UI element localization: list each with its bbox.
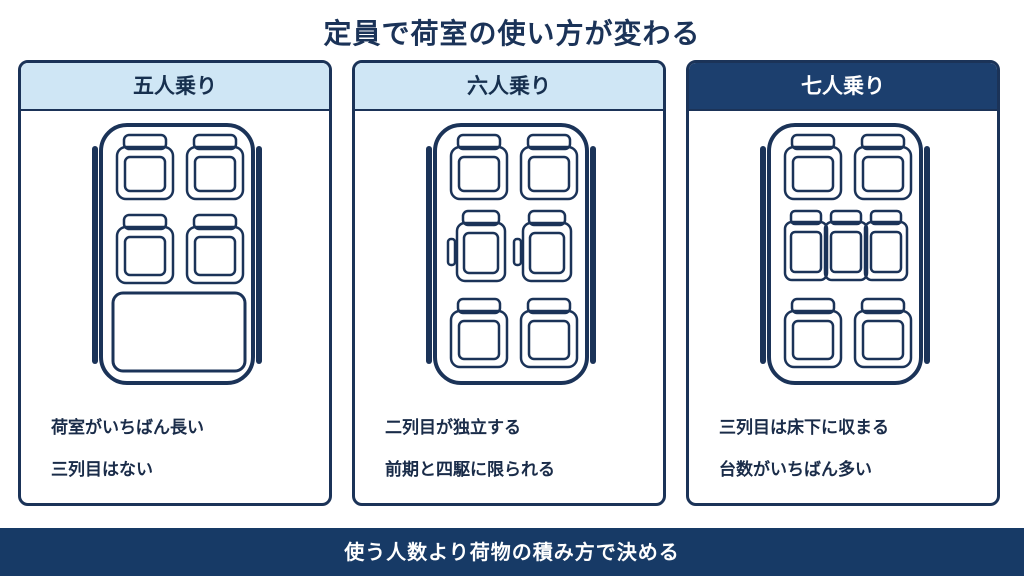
- caption-line-1: 三列目は床下に収まる: [719, 418, 889, 438]
- caption-line-1: 二列目が独立する: [385, 418, 521, 438]
- caption-line-1: 荷室がいちばん長い: [51, 418, 204, 438]
- seat-front-right: [185, 133, 245, 201]
- seat-front-left: [449, 133, 509, 201]
- footer-banner: 使う人数より荷物の積み方で決める: [0, 528, 1024, 576]
- card-header-six-seater: 六人乗り: [355, 63, 663, 111]
- seat-third-left: [449, 297, 509, 369]
- seat-second-left-captain: [446, 209, 507, 283]
- car-diagram-five-seater: [92, 123, 262, 385]
- seat-second-left: [783, 209, 829, 282]
- card-six-seater: 六人乗り: [352, 60, 666, 506]
- seat-front-right: [853, 133, 913, 201]
- seat-front-left: [115, 133, 175, 201]
- seat-second-right-captain: [512, 209, 573, 283]
- seat-second-right: [185, 213, 245, 285]
- seat-third-right: [853, 297, 913, 369]
- car-body: [767, 123, 923, 385]
- card-five-seater: 五人乗り 荷室がいちばん長い 三列目はない: [18, 60, 332, 506]
- seat-front-left: [783, 133, 843, 201]
- seat-front-right: [519, 133, 579, 201]
- seat-second-left: [115, 213, 175, 285]
- seat-third-left: [783, 297, 843, 369]
- car-diagram-six-seater: [426, 123, 596, 385]
- card-header-five-seater: 五人乗り: [21, 63, 329, 111]
- cargo-area: [111, 291, 247, 373]
- card-header-seven-seater: 七人乗り: [689, 63, 997, 111]
- caption-line-2: 三列目はない: [51, 460, 153, 480]
- caption-line-2: 台数がいちばん多い: [719, 460, 872, 480]
- seat-third-right: [519, 297, 579, 369]
- car-body: [99, 123, 255, 385]
- seat-second-center: [823, 209, 869, 282]
- caption-line-2: 前期と四駆に限られる: [385, 460, 555, 480]
- seat-second-right: [863, 209, 909, 282]
- car-body: [433, 123, 589, 385]
- card-seven-seater: 七人乗り: [686, 60, 1000, 506]
- car-diagram-seven-seater: [760, 123, 930, 385]
- page-title: 定員で荷室の使い方が変わる: [323, 17, 701, 50]
